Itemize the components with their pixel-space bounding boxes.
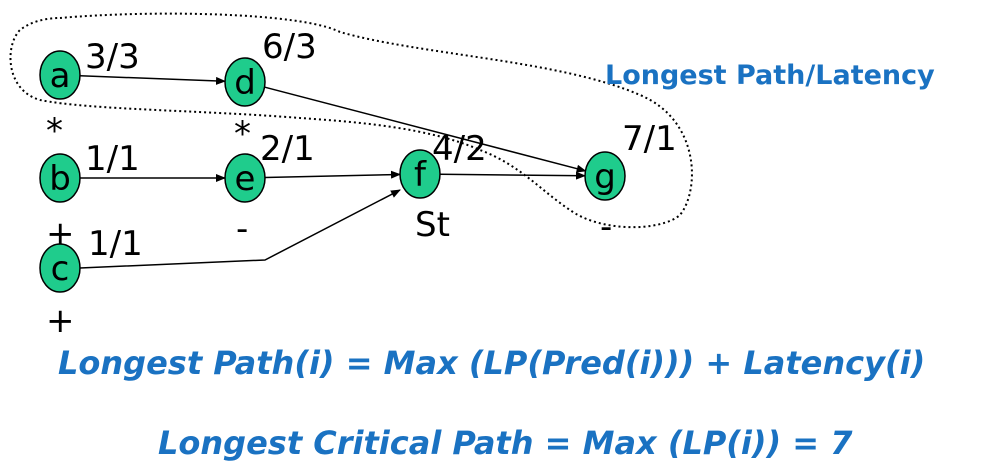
node-circle (224, 153, 266, 203)
node-e: e2/1- (224, 129, 315, 249)
edge-d-g (264, 86, 587, 173)
edge-a-d (79, 75, 227, 85)
node-g: g7/1 - (584, 119, 677, 247)
node-label: d (234, 63, 256, 103)
node-circle (224, 57, 266, 107)
critical-path-outline (9, 12, 693, 229)
node-path-latency: 7/1 (622, 119, 677, 159)
node-path-latency: 2/1 (260, 129, 315, 169)
node-c: c 1/1 + (39, 224, 143, 341)
node-d: d6/3 * (224, 27, 317, 154)
edge-c-f (79, 189, 401, 269)
node-label: b (49, 159, 71, 199)
node-operation: - (236, 209, 248, 249)
node-circle (399, 149, 441, 199)
node-label: f (414, 155, 427, 195)
node-path-latency: 1/1 (85, 139, 140, 179)
edge-layer (79, 75, 587, 269)
node-circle (39, 50, 81, 100)
formula-critical-path: Longest Critical Path = Max (LP(i)) = 7 (158, 424, 853, 462)
node-path-latency: 3/3 (85, 37, 140, 77)
node-f: f4/2St (399, 129, 487, 245)
node-label: c (51, 249, 70, 289)
node-path-latency: 6/3 (262, 27, 317, 67)
node-path-latency: 4/2 (432, 129, 487, 169)
edge-e-f (264, 170, 402, 179)
node-operation: + (46, 301, 75, 341)
node-a: a 3/3 * (39, 37, 140, 151)
node-operation: * (234, 114, 251, 154)
formula-longest-path: Longest Path(i) = Max (LP(Pred(i))) + La… (58, 344, 926, 382)
node-circle (39, 153, 81, 203)
node-path-latency: 1/1 (88, 224, 143, 264)
node-circle (39, 243, 81, 293)
node-circle (584, 151, 626, 201)
node-operation: St (415, 205, 450, 245)
node-label: g (594, 157, 616, 197)
node-label: a (50, 56, 71, 96)
edge-f-g (439, 171, 587, 180)
diagram-title: Longest Path/Latency (605, 60, 935, 91)
node-operation: - (600, 207, 612, 247)
node-operation: * (46, 111, 63, 151)
node-label: e (235, 159, 256, 199)
